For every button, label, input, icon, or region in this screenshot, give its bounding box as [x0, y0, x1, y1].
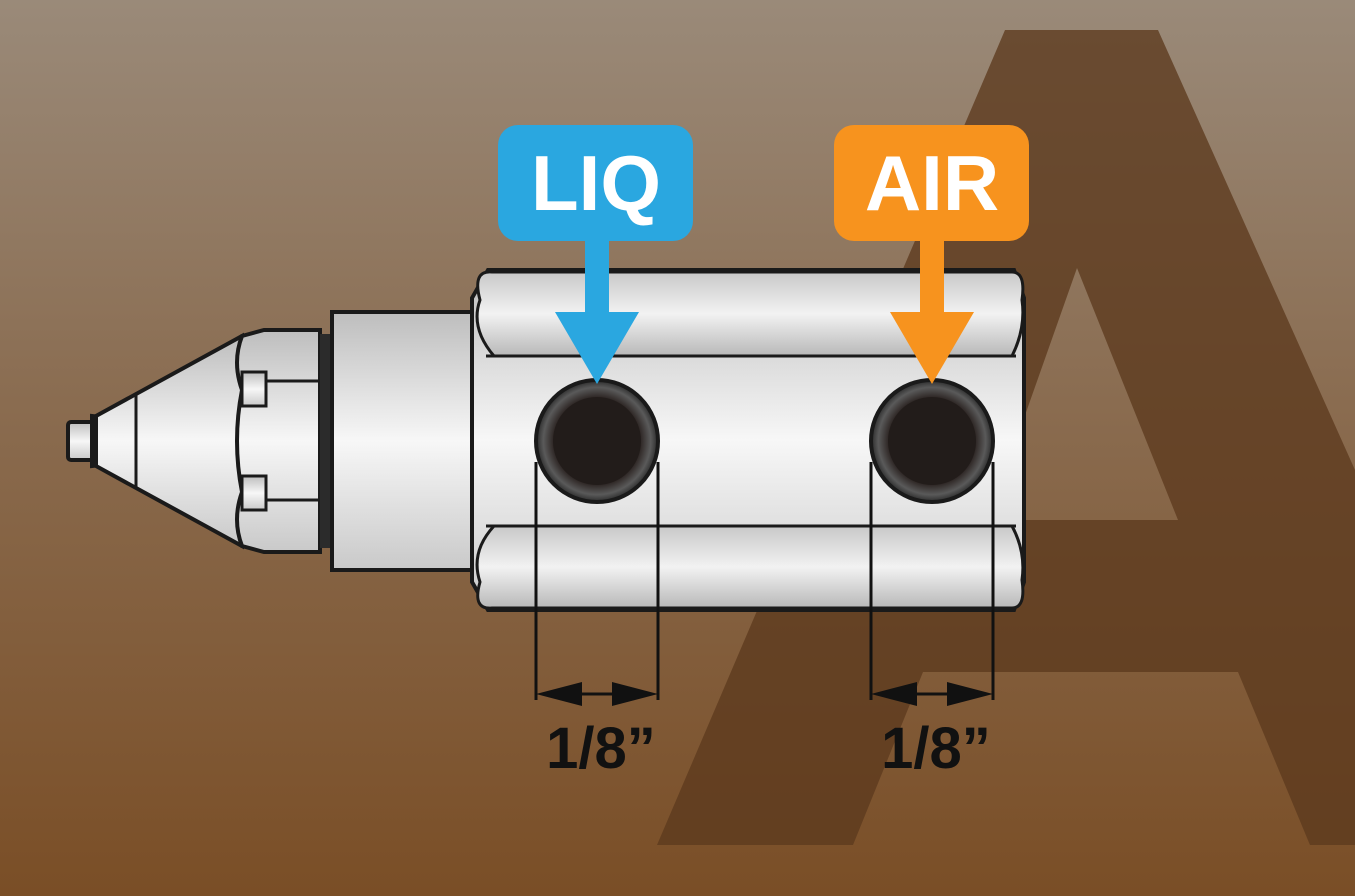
air-dimension [869, 462, 995, 706]
liquid-badge-label: LIQ [531, 139, 661, 227]
air-port [869, 378, 995, 504]
air-size-label: 1/8” [881, 716, 991, 781]
liquid-port [534, 378, 660, 504]
retaining-nut [235, 328, 332, 554]
body-collar [330, 310, 474, 572]
air-badge-label: AIR [865, 139, 999, 227]
liquid-dimension [534, 462, 660, 706]
air-badge: AIR [834, 125, 1029, 241]
liquid-badge: LIQ [498, 125, 693, 241]
liquid-size-label: 1/8” [546, 716, 656, 781]
air-arrow [890, 238, 974, 384]
main-body [470, 268, 1026, 612]
liquid-arrow [555, 238, 639, 384]
